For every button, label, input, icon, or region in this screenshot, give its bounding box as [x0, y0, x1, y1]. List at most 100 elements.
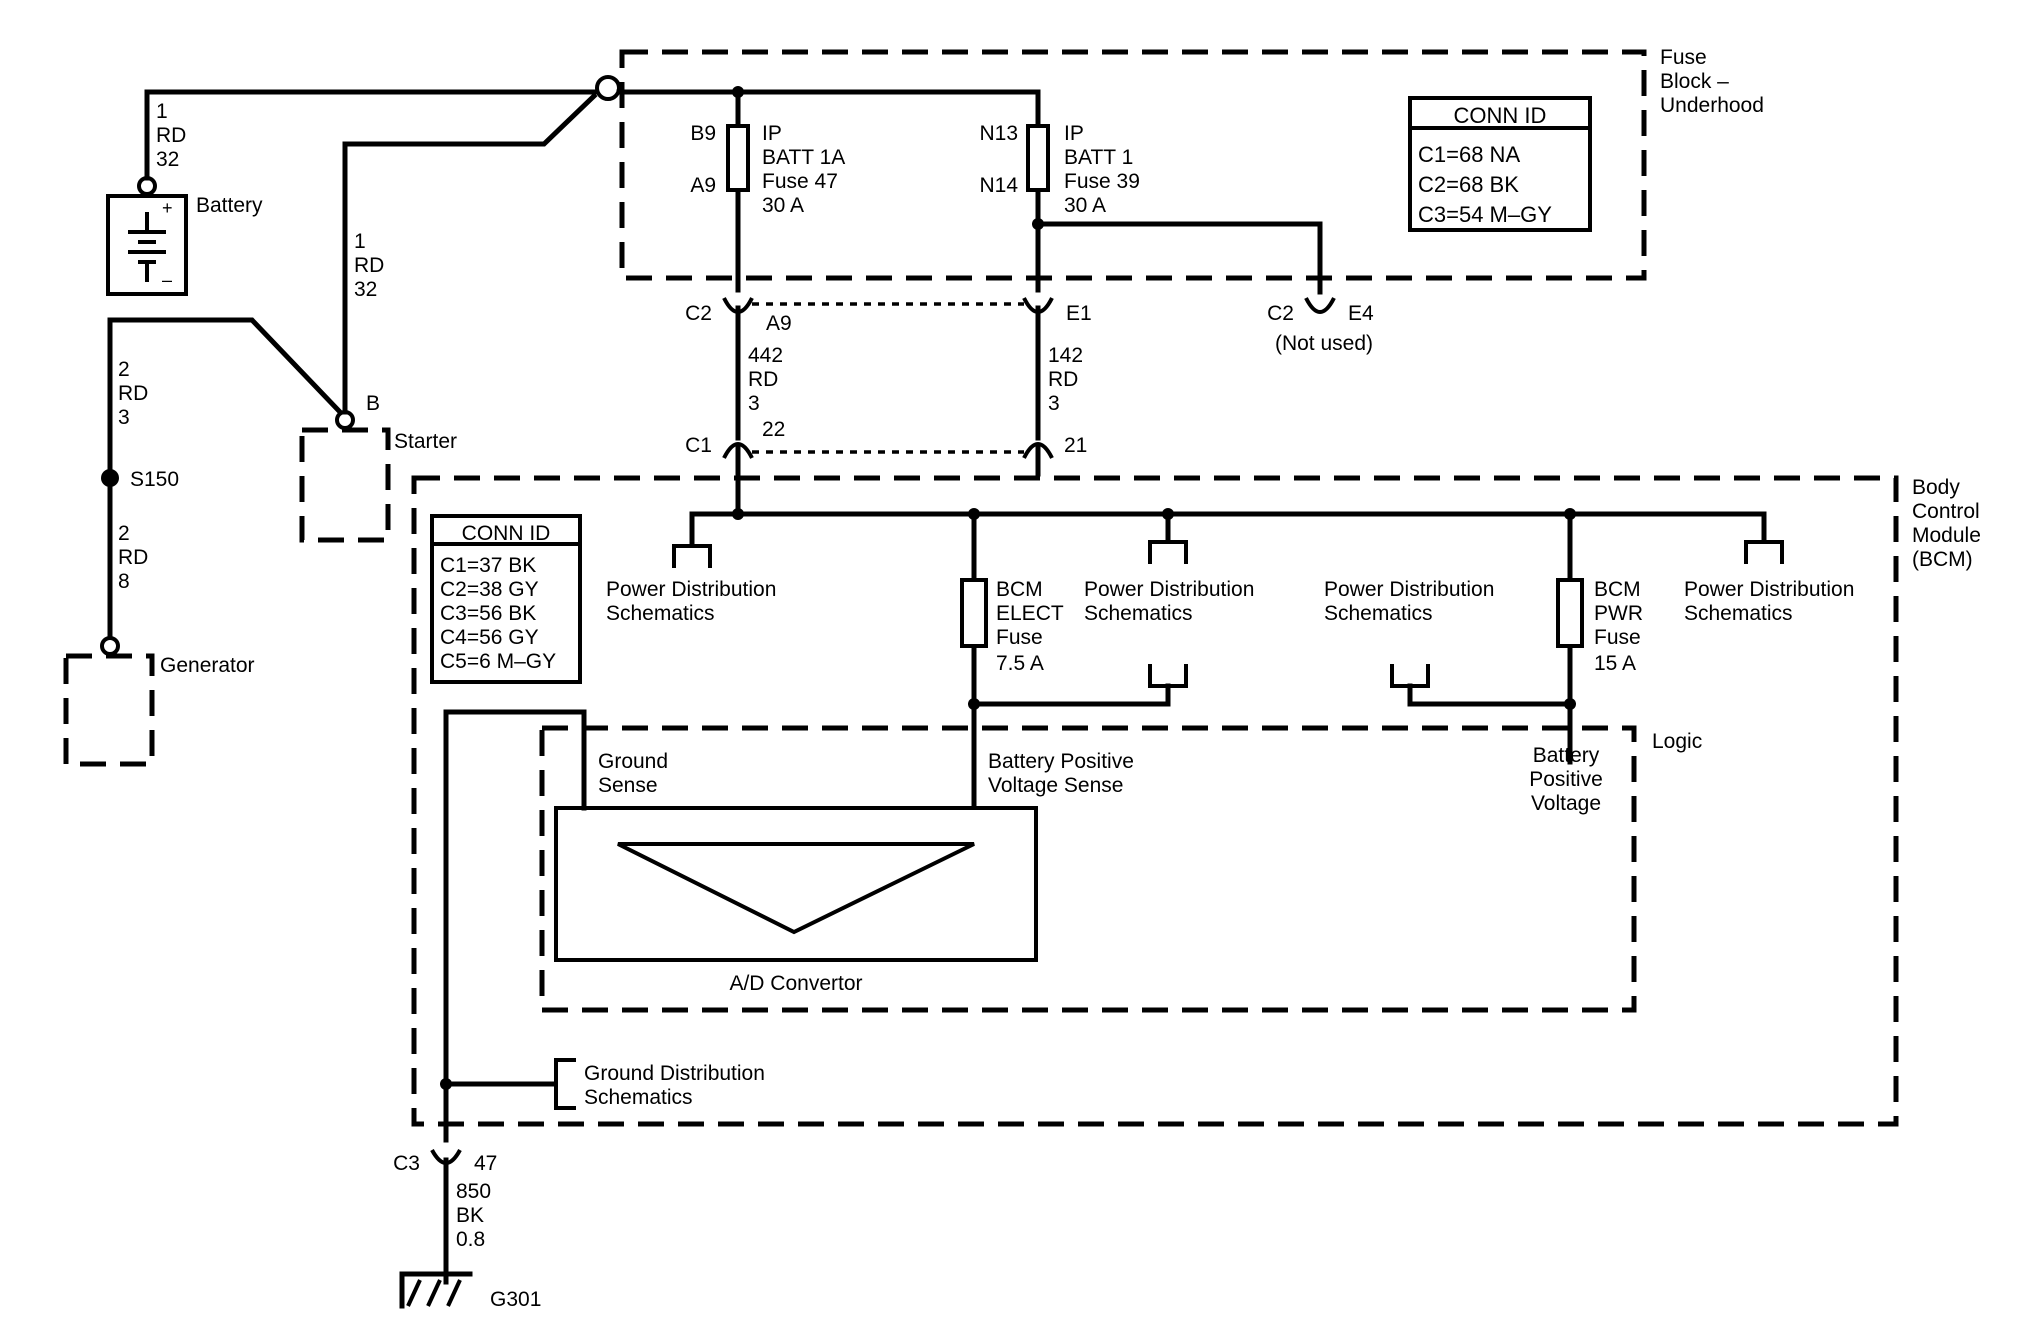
logic-label: Logic — [1652, 730, 1702, 753]
bcm-title-3: Module — [1912, 524, 1981, 547]
fuse-ip-batt-1a — [726, 124, 750, 192]
fuse-bcm-elect — [960, 578, 988, 648]
fuse-block-title-3: Underhood — [1660, 94, 1764, 117]
fuse-47-line: 30 A — [762, 194, 804, 217]
wire-442-color: RD — [748, 368, 778, 391]
power-dist-3-line: Schematics — [1324, 602, 1433, 625]
c2-a9-pin: A9 — [766, 312, 792, 335]
ground-dist-bracket — [554, 1058, 576, 1110]
fuse-39-pin-top: N13 — [979, 122, 1018, 145]
c1-22-conn: C1 — [685, 434, 712, 457]
fuse-block-conn-id-title: CONN ID — [1454, 103, 1547, 128]
battery-starter-junction — [595, 75, 621, 101]
bcm-conn-id-row: C5=6 M–GY — [440, 650, 556, 673]
ad-convertor-box — [554, 806, 1038, 962]
bcm-title-4: (BCM) — [1912, 548, 1973, 571]
wire-442-circuit: 442 — [748, 344, 783, 367]
fuse-bcm-elect-line: ELECT — [996, 602, 1064, 625]
battery-minus: – — [162, 270, 172, 290]
fuse-block-outline — [619, 49, 1647, 281]
fuse-block-title-1: Fuse — [1660, 46, 1707, 69]
generator-label: Generator — [160, 654, 255, 677]
c2-e4-pin: E4 — [1348, 302, 1374, 325]
batt-pos-voltage-sense-line: Battery Positive — [988, 750, 1134, 773]
ground-label: G301 — [490, 1288, 541, 1311]
connector-c2-e4 — [1304, 297, 1336, 314]
splice-label: S150 — [130, 468, 179, 491]
fuse-bcm-pwr-line: 15 A — [1594, 652, 1636, 675]
fuse-39-line: Fuse 39 — [1064, 170, 1140, 193]
fuse-bcm-elect-line: BCM — [996, 578, 1043, 601]
starter-outline — [299, 427, 391, 543]
ground-sense-line: Sense — [598, 774, 658, 797]
fuse-bcm-pwr-line: BCM — [1594, 578, 1641, 601]
bcm-conn-id-row: C3=56 BK — [440, 602, 536, 625]
fuse-bcm-pwr — [1556, 578, 1584, 648]
starter-wire-gauge: 32 — [354, 278, 377, 301]
power-dist-2-line: Power Distribution — [1084, 578, 1254, 601]
bus-node — [732, 508, 744, 520]
power-dist-2-line: Schematics — [1084, 602, 1193, 625]
bcm-title-1: Body — [1912, 476, 1960, 499]
generator-terminal — [100, 636, 120, 656]
wire-142-circuit: 142 — [1048, 344, 1083, 367]
c2-e4-conn: C2 — [1267, 302, 1294, 325]
fuse-39-line: BATT 1 — [1064, 146, 1133, 169]
ground-sense-line: Ground — [598, 750, 668, 773]
power-dist-1-line: Power Distribution — [606, 578, 776, 601]
fuse-block-conn-id-row: C2=68 BK — [1418, 172, 1519, 197]
c3-47-conn: C3 — [393, 1152, 420, 1175]
wire-850-gauge: 0.8 — [456, 1228, 485, 1251]
fuse-block-conn-id-row: C3=54 M–GY — [1418, 202, 1552, 227]
power-dist-3-bracket — [1390, 664, 1430, 688]
generator-top-wire-color: RD — [118, 382, 148, 405]
fuse-bcm-elect-line: Fuse — [996, 626, 1043, 649]
ground-dist-line: Schematics — [584, 1086, 693, 1109]
fuse-block-conn-id-row: C1=68 NA — [1418, 142, 1520, 167]
starter-wire-circuit: 1 — [354, 230, 366, 253]
c2-e4-note: (Not used) — [1275, 332, 1373, 355]
power-dist-3-line: Power Distribution — [1324, 578, 1494, 601]
generator-top-wire-gauge: 3 — [118, 406, 130, 429]
bcm-conn-id-row: C2=38 GY — [440, 578, 539, 601]
batt-pos-voltage-line: Positive — [1529, 768, 1603, 791]
fuse-39-line: IP — [1064, 122, 1084, 145]
fuse-47-line: Fuse 47 — [762, 170, 838, 193]
bcm-title-2: Control — [1912, 500, 1980, 523]
c3-47-pin: 47 — [474, 1152, 497, 1175]
starter-wire-color: RD — [354, 254, 384, 277]
bcm-conn-id-row: C4=56 GY — [440, 626, 539, 649]
fuse-47-pin-bottom: A9 — [690, 174, 716, 197]
fuse-bcm-elect-line: 7.5 A — [996, 652, 1044, 675]
power-dist-4-line: Power Distribution — [1684, 578, 1854, 601]
battery-label: Battery — [196, 194, 263, 217]
generator-outline — [63, 653, 155, 767]
batt-pos-voltage-line: Battery — [1533, 744, 1600, 767]
battery-wire-circuit: 1 — [156, 100, 168, 123]
fuse-47-line: IP — [762, 122, 782, 145]
power-dist-4-bracket — [1744, 540, 1784, 564]
generator-bottom-wire-color: RD — [118, 546, 148, 569]
connector-c1-21 — [1022, 442, 1054, 459]
bcm-conn-id-table: CONN ID C1=37 BK C2=38 GY C3=56 BK C4=56… — [430, 514, 582, 684]
battery-symbol — [128, 212, 166, 282]
fuse-bcm-pwr-line: PWR — [1594, 602, 1643, 625]
generator-bottom-wire-circuit: 2 — [118, 522, 130, 545]
connector-c1-22 — [722, 442, 754, 459]
starter-label: Starter — [394, 430, 457, 453]
fuse-47-node — [732, 86, 744, 98]
generator-top-wire-circuit: 2 — [118, 358, 130, 381]
battery-wire-gauge: 32 — [156, 148, 179, 171]
ground-g301-icon — [399, 1271, 473, 1309]
c1-21-pin: 21 — [1064, 434, 1087, 457]
wire-850-circuit: 850 — [456, 1180, 491, 1203]
fuse-39-pin-bottom: N14 — [979, 174, 1018, 197]
power-dist-2-bottom-bracket — [1148, 664, 1188, 688]
battery-plus: + — [162, 198, 173, 218]
bcm-conn-id-row: C1=37 BK — [440, 554, 536, 577]
fuse-block-conn-id-table: CONN ID C1=68 NA C2=68 BK C3=54 M–GY — [1408, 96, 1592, 232]
wire-442-gauge: 3 — [748, 392, 760, 415]
batt-pos-voltage-sense-line: Voltage Sense — [988, 774, 1123, 797]
fuse-bcm-pwr-line: Fuse — [1594, 626, 1641, 649]
wire-142-gauge: 3 — [1048, 392, 1060, 415]
